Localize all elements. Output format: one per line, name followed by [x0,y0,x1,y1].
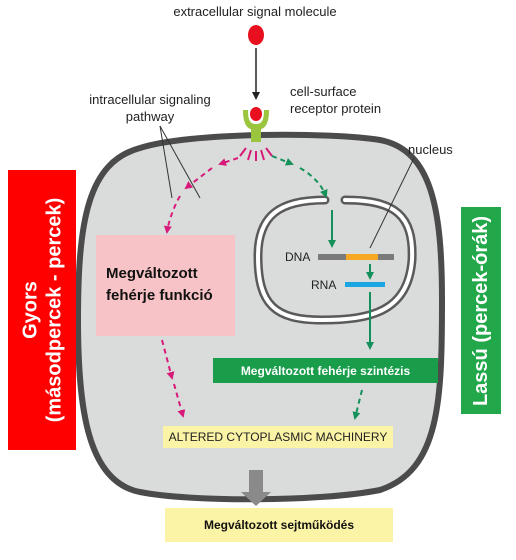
output-arrow [241,470,271,506]
altered-synthesis-box: Megváltozott fehérje szintézis [213,358,438,383]
receptor-icon [243,107,269,142]
rna-label: RNA [311,278,336,292]
signal-molecule-icon [248,25,264,45]
result-text: Megváltozott sejtműködés [203,518,355,532]
activation-rays [239,147,273,161]
altered-function-line1: Megváltozott [106,265,198,282]
altered-function-text: Megváltozott fehérje funkció [106,263,213,307]
signal-molecule-label: extracellular signal molecule [173,4,336,19]
fast-pathway-arrows [161,157,239,418]
nucleus-pointer [369,157,415,249]
altered-synthesis-text: Megváltozott fehérje szintézis [240,363,411,378]
receptor-label-line1: cell-surface [290,84,356,99]
nucleus-label: nucleus [408,142,453,157]
dna-label: DNA [285,250,310,264]
slow-timescale-box: Lassú (percek-órák) [461,207,501,414]
slow-timescale-text: Lassú (percek-órák) [470,215,493,406]
receptor-label-line2: receptor protein [290,101,381,116]
altered-function-line2: fehérje funkció [106,287,213,304]
machinery-box: ALTERED CYTOPLASMIC MACHINERY [163,426,393,448]
fast-timescale-text: Gyors (másodpercek - percek) [18,198,66,423]
dna-gene [346,254,378,260]
slow-pathway-arrows [271,155,374,420]
pathway-label-line2: pathway [126,109,175,124]
fast-timescale-box: Gyors (másodpercek - percek) [8,170,76,450]
fast-timescale-line2: (másodpercek - percek) [43,197,66,423]
machinery-text: ALTERED CYTOPLASMIC MACHINERY [168,430,388,444]
pathway-label-line1: intracellular signaling [89,92,210,107]
result-box: Megváltozott sejtműködés [165,508,393,542]
fast-timescale-line1: Gyors [19,281,42,339]
altered-function-box: Megváltozott fehérje funkció [96,235,235,336]
rna-strand [345,282,385,287]
pathway-pointer-lines [159,125,201,199]
